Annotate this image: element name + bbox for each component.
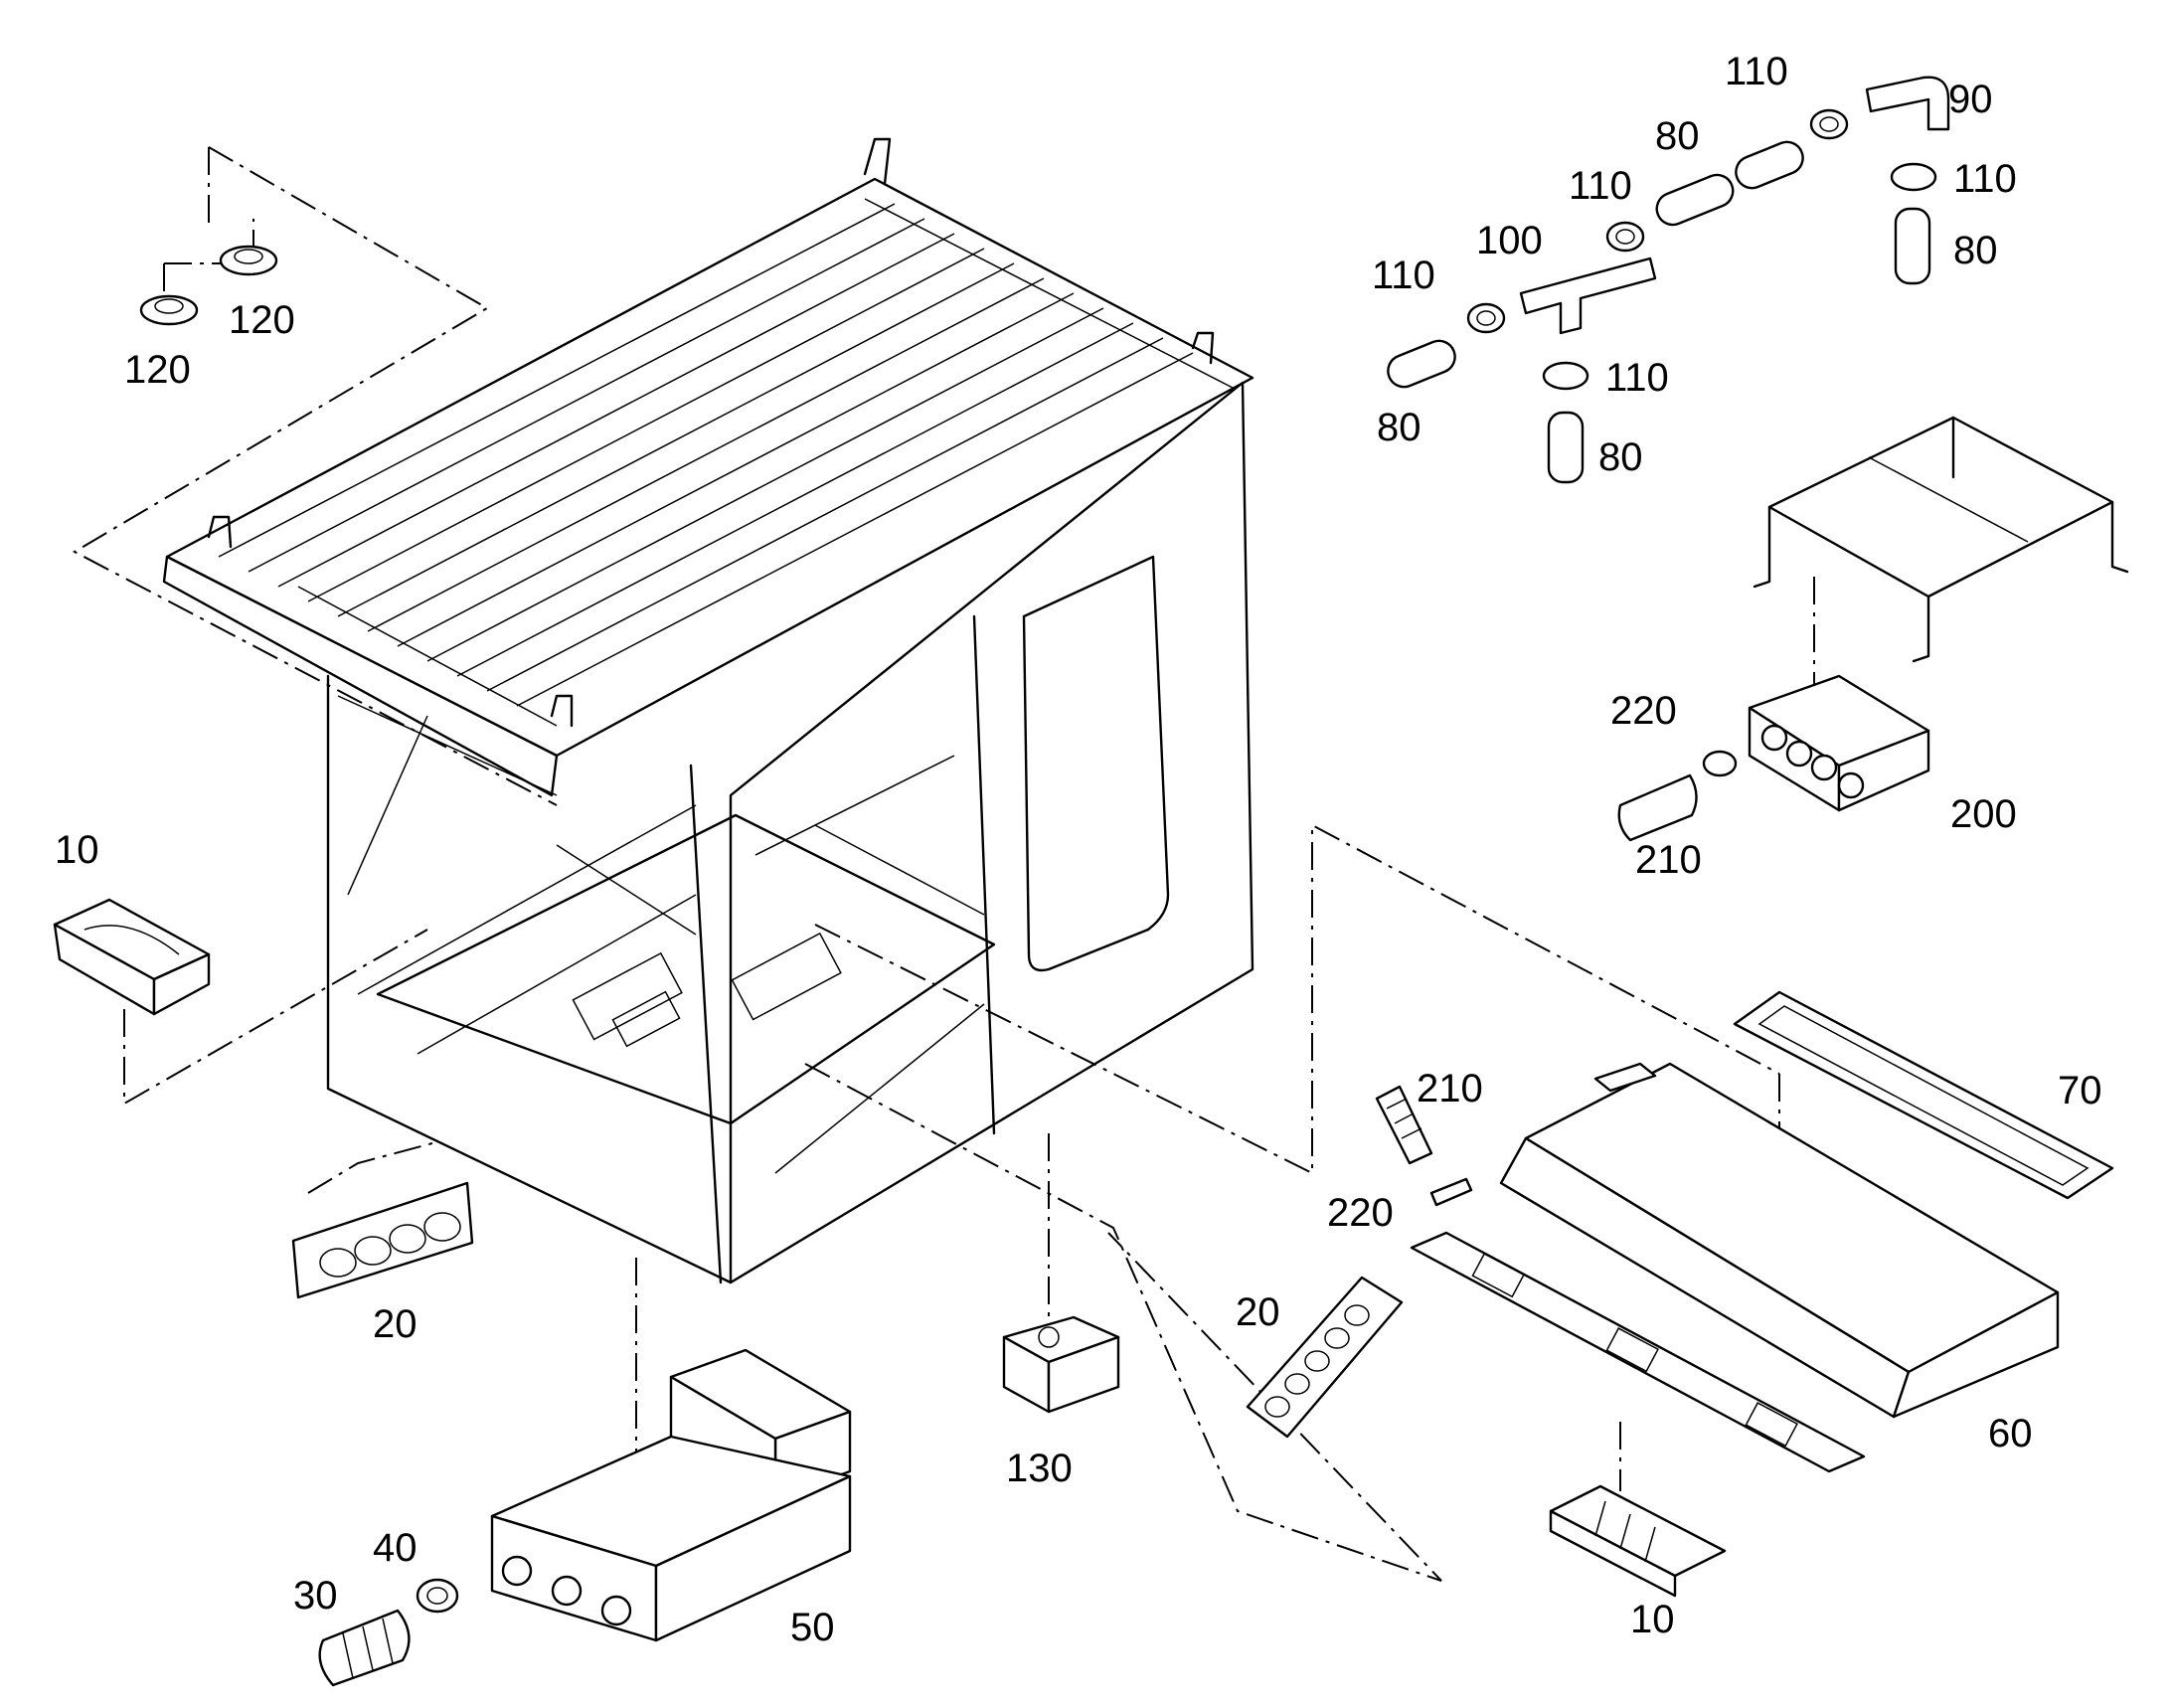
heater-bracket — [1753, 416, 2129, 663]
callout-10: 10 — [55, 828, 99, 872]
callout-120: 120 — [229, 298, 295, 342]
callout-120: 120 — [124, 348, 191, 392]
callout-90: 90 — [1948, 78, 1993, 121]
callout-100: 100 — [1476, 219, 1543, 262]
callout-30: 30 — [293, 1574, 338, 1618]
cover-part-60 — [1499, 1062, 2060, 1419]
callout-210: 210 — [1635, 838, 1702, 882]
callout-200: 200 — [1950, 792, 2017, 836]
gasket-part-70 — [1733, 990, 2114, 1200]
outlet-part-20-left — [291, 1181, 474, 1299]
callout-20: 20 — [373, 1302, 418, 1346]
vent-part-10-right — [1549, 1484, 1727, 1598]
clamp-part-40 — [416, 1578, 459, 1614]
callout-210: 210 — [1417, 1067, 1483, 1110]
callout-80: 80 — [1655, 114, 1700, 158]
cab-frame — [162, 137, 1254, 1284]
callout-10: 10 — [1630, 1598, 1675, 1641]
callout-110: 110 — [1953, 157, 2017, 201]
heater-box-part-50 — [490, 1348, 852, 1642]
hose-part-30 — [318, 1609, 411, 1687]
callout-80: 80 — [1953, 229, 1998, 272]
callout-labels: 120 120 110 90 80 110 110 80 100 110 110… — [55, 50, 2102, 1649]
callout-70: 70 — [2058, 1069, 2102, 1112]
callout-110: 110 — [1725, 50, 1788, 93]
fitting-220-210-upper — [1617, 750, 1738, 842]
callout-220: 220 — [1327, 1191, 1394, 1235]
callout-110: 110 — [1569, 164, 1632, 208]
grommet-part-120 — [139, 245, 278, 326]
callout-80: 80 — [1598, 435, 1643, 479]
callout-220: 220 — [1610, 689, 1677, 733]
callout-20: 20 — [1236, 1290, 1280, 1334]
callout-80: 80 — [1377, 406, 1421, 449]
heater-unit-part-200 — [1748, 674, 1930, 812]
callout-40: 40 — [373, 1526, 418, 1570]
callout-60: 60 — [1988, 1412, 2033, 1455]
hose-fittings — [1387, 76, 1950, 484]
callout-130: 130 — [1006, 1447, 1073, 1490]
plate-assembly — [1410, 1231, 1866, 1473]
callout-50: 50 — [790, 1606, 835, 1649]
fitting-210-220-lower — [1375, 1085, 1473, 1207]
callout-110: 110 — [1605, 356, 1669, 400]
outlet-part-20-right — [1246, 1276, 1404, 1439]
clip-part-130 — [1002, 1315, 1120, 1414]
vent-part-10-left — [53, 898, 211, 1016]
callout-110: 110 — [1372, 254, 1435, 297]
